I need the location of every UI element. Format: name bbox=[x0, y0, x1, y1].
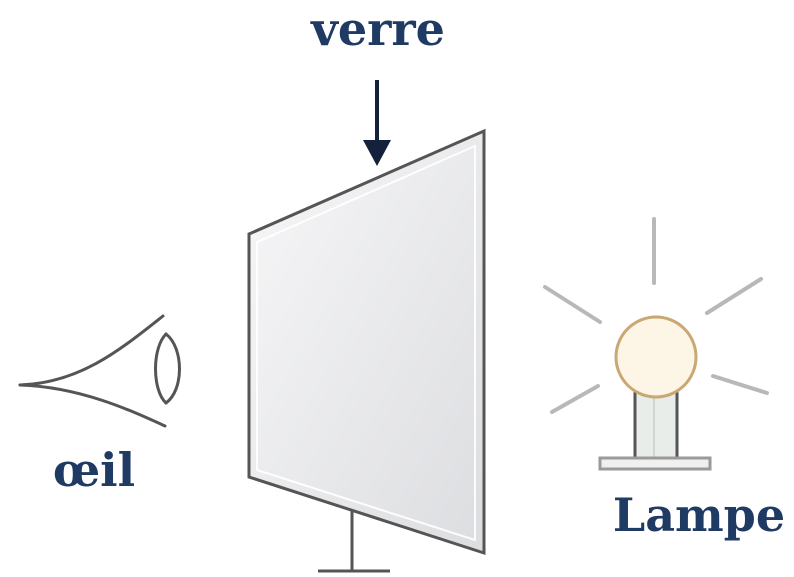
glass-pane bbox=[249, 131, 484, 553]
eye-icon bbox=[20, 316, 180, 426]
eye-label: œil bbox=[53, 443, 135, 497]
lamp-label: Lampe bbox=[613, 488, 785, 542]
lamp-icon bbox=[545, 219, 767, 469]
arrow-down-icon bbox=[363, 80, 391, 166]
glass-label: verre bbox=[310, 2, 445, 56]
